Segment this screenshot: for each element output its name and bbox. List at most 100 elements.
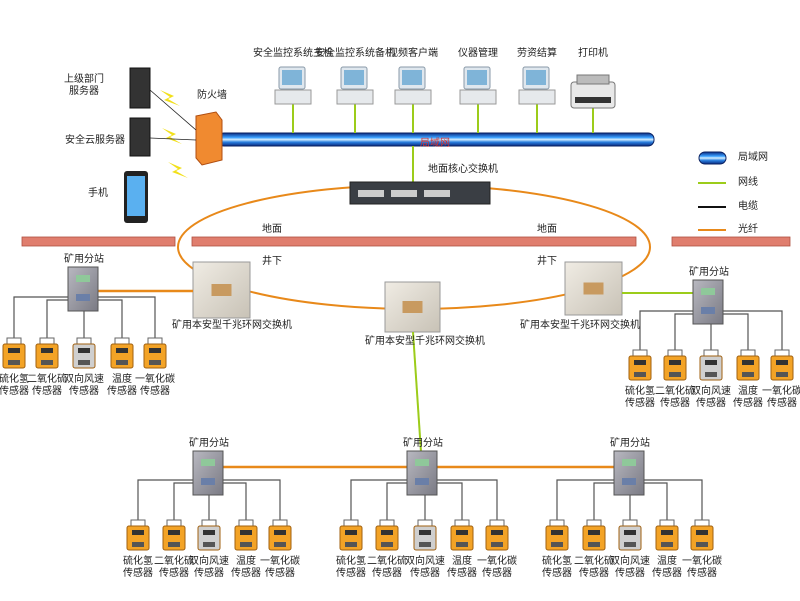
sensor-name: 双向风速 bbox=[189, 556, 229, 567]
power-cable bbox=[13, 296, 68, 338]
wireless-bolt-icon bbox=[168, 162, 188, 178]
sensor-display bbox=[203, 530, 215, 535]
power-cable bbox=[639, 310, 693, 350]
sensor-display bbox=[491, 530, 503, 535]
computer-icon bbox=[394, 66, 432, 105]
sensor-display bbox=[149, 348, 161, 353]
sensor-handle bbox=[343, 519, 359, 526]
server-icon bbox=[129, 67, 151, 109]
power-cable bbox=[46, 299, 68, 338]
sensor-suffix: 传感器 bbox=[32, 386, 62, 397]
printer-slot bbox=[575, 97, 611, 103]
sensor-suffix: 传感器 bbox=[660, 398, 690, 409]
firewall-icon bbox=[195, 111, 223, 166]
wireless-bolt-icon bbox=[162, 128, 182, 144]
switch-window bbox=[402, 301, 423, 313]
sensor-suffix: 传感器 bbox=[733, 398, 763, 409]
sensor-handle bbox=[201, 519, 217, 526]
monitor-screen bbox=[282, 70, 302, 85]
sensor-suffix: 传感器 bbox=[336, 568, 366, 579]
sensor-name: 双向风速 bbox=[405, 556, 445, 567]
sensor-suffix: 传感器 bbox=[372, 568, 402, 579]
superior-server-label: 上级部门服务器 bbox=[64, 74, 104, 97]
sensor-handle bbox=[774, 349, 790, 356]
legend-label: 局域网 bbox=[738, 152, 768, 163]
sensor-handle bbox=[130, 519, 146, 526]
sensor-name: 一氧化碳 bbox=[260, 556, 300, 567]
sensor-handle bbox=[417, 519, 433, 526]
sensor-display bbox=[634, 372, 646, 377]
legend-label: 光纤 bbox=[738, 224, 758, 235]
ring-switch-label: 矿用本安型千兆环网交换机 bbox=[172, 320, 292, 331]
core-switch-icon bbox=[349, 181, 491, 205]
legend-label: 电缆 bbox=[738, 201, 758, 212]
sensor-display bbox=[634, 360, 646, 365]
terminal-label: 安全监控系统备机 bbox=[315, 48, 395, 59]
substation-icon bbox=[192, 450, 224, 496]
substation-label: 矿用分站 bbox=[689, 267, 729, 278]
computer-icon bbox=[274, 66, 312, 105]
sensor-name: 二氧化硫 bbox=[655, 386, 695, 397]
sensor-handle bbox=[740, 349, 756, 356]
sensor-suffix: 传感器 bbox=[579, 568, 609, 579]
power-cable bbox=[386, 482, 407, 520]
power-cable bbox=[98, 296, 156, 338]
terminal-label: 仪器管理 bbox=[458, 48, 498, 59]
sensor-display bbox=[8, 360, 20, 365]
substation-label: 矿用分站 bbox=[189, 438, 229, 449]
power-cable bbox=[556, 479, 614, 520]
substation-display bbox=[701, 288, 715, 295]
sensor-name: 硫化氢 bbox=[542, 556, 572, 567]
sensor-display bbox=[8, 348, 20, 353]
substation-label: 矿用分站 bbox=[610, 438, 650, 449]
sensor-display bbox=[742, 372, 754, 377]
core-switch-label: 地面核心交换机 bbox=[428, 164, 498, 175]
pc-case bbox=[394, 89, 432, 105]
sensor-display bbox=[149, 360, 161, 365]
printer-tray bbox=[576, 74, 610, 85]
power-cable bbox=[674, 313, 693, 350]
terminal-label: 安全监控系统主机 bbox=[253, 48, 333, 59]
sensor-name: 二氧化硫 bbox=[154, 556, 194, 567]
substation-display bbox=[201, 478, 215, 485]
surface-label: 地面 bbox=[262, 224, 282, 235]
sensor-handle bbox=[272, 519, 288, 526]
sensor-display bbox=[240, 530, 252, 535]
sensor-handle bbox=[454, 519, 470, 526]
sensor-display bbox=[116, 360, 128, 365]
legend-label: 网线 bbox=[738, 177, 758, 188]
sensor-suffix: 传感器 bbox=[447, 568, 477, 579]
sensor-display bbox=[588, 530, 600, 535]
substation-display bbox=[622, 459, 636, 466]
printer-body bbox=[570, 81, 616, 109]
cable bbox=[149, 137, 197, 141]
sensor-suffix: 传感器 bbox=[159, 568, 189, 579]
sensor-display bbox=[742, 360, 754, 365]
power-cable bbox=[723, 310, 783, 350]
sensor-handle bbox=[6, 337, 22, 344]
power-cable bbox=[644, 479, 703, 520]
ring-switch-label: 矿用本安型千兆环网交换机 bbox=[365, 336, 485, 347]
sensor-display bbox=[696, 542, 708, 547]
substation-icon bbox=[406, 450, 438, 496]
sensor-handle bbox=[667, 349, 683, 356]
sensor-handle bbox=[632, 349, 648, 356]
cable bbox=[149, 89, 197, 131]
power-cable bbox=[437, 482, 463, 520]
sensor-name: 双向风速 bbox=[64, 374, 104, 385]
power-cable bbox=[437, 479, 498, 520]
sensor-suffix: 传感器 bbox=[542, 568, 572, 579]
pc-case bbox=[518, 89, 556, 105]
substation-label: 矿用分站 bbox=[403, 438, 443, 449]
server-icon bbox=[129, 117, 151, 157]
sensor-name: 一氧化碳 bbox=[477, 556, 517, 567]
sensor-suffix: 传感器 bbox=[231, 568, 261, 579]
printer-icon bbox=[570, 74, 616, 109]
sensor-suffix: 传感器 bbox=[107, 386, 137, 397]
sensor-suffix: 传感器 bbox=[265, 568, 295, 579]
sensor-display bbox=[274, 542, 286, 547]
sensor-handle bbox=[166, 519, 182, 526]
lan-label: 局域网 bbox=[420, 138, 450, 149]
power-cable bbox=[350, 479, 407, 520]
sensor-handle bbox=[76, 337, 92, 344]
